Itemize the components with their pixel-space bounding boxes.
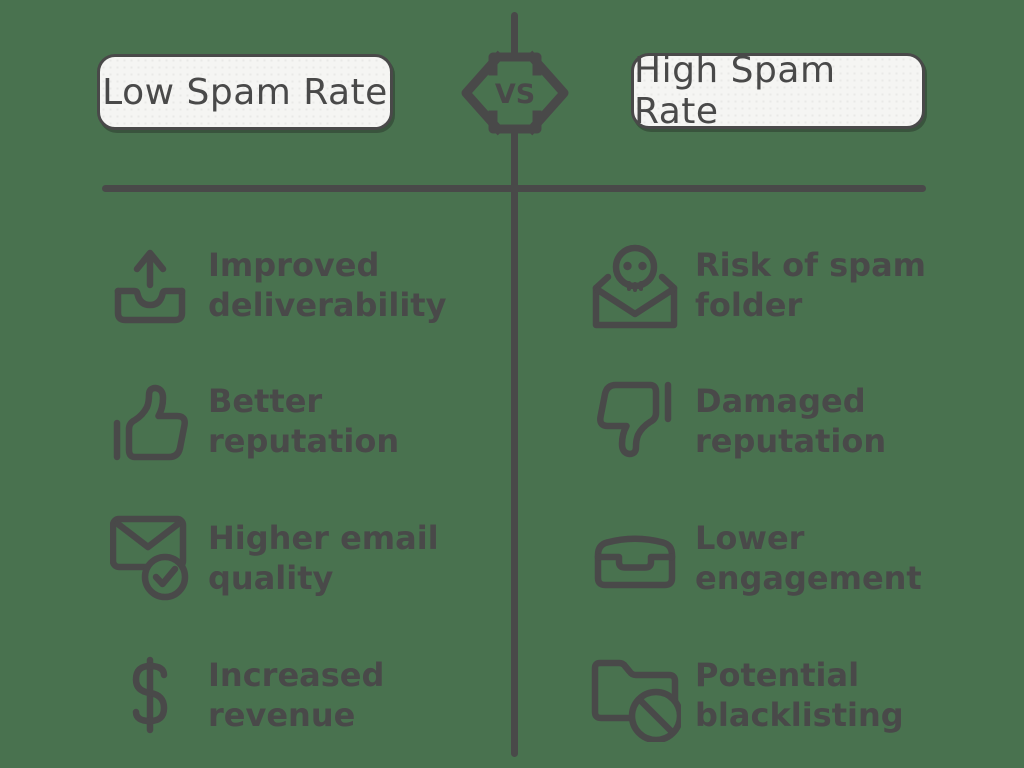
item-label: Risk of spam folder [695,246,927,324]
dollar-sign-icon [106,656,194,734]
vertical-divider-top [511,12,518,59]
item-label: Potential blacklisting [695,656,904,734]
item-label: Better reputation [208,382,400,460]
vs-badge: VS [456,48,574,138]
benefit-item-revenue: Increased revenue [106,645,384,745]
item-label: Improved deliverability [208,246,447,324]
item-label: Higher email quality [208,519,439,597]
low-spam-rate-label: Low Spam Rate [102,71,388,113]
item-label: Damaged reputation [695,382,887,460]
thumbs-up-icon [106,381,194,461]
blocked-folder-icon [589,648,681,742]
high-spam-rate-label: High Spam Rate [634,50,836,132]
item-label: Lower engagement [695,519,922,597]
benefit-item-email-quality: Higher email quality [106,508,439,608]
thumbs-down-icon [589,381,681,461]
risk-item-spam-folder: Risk of spam folder [589,235,926,335]
low-spam-rate-header: Low Spam Rate [97,54,393,130]
benefit-item-deliverability: Improved deliverability [106,235,446,335]
outbox-arrow-up-icon [106,243,194,327]
item-label: Increased revenue [208,656,385,734]
inbox-tray-icon [589,527,681,589]
risk-item-reputation: Damaged reputation [589,371,886,471]
spam-skull-envelope-icon [589,241,681,329]
vertical-divider-bottom [511,130,518,757]
vs-arrows-icon: VS [461,50,569,136]
vs-label: VS [495,79,535,110]
email-check-icon [106,514,194,602]
high-spam-rate-header: High Spam Rate [631,50,925,132]
risk-item-engagement: Lower engagement [589,508,922,608]
risk-item-blacklisting: Potential blacklisting [589,645,904,745]
benefit-item-reputation: Better reputation [106,371,399,471]
